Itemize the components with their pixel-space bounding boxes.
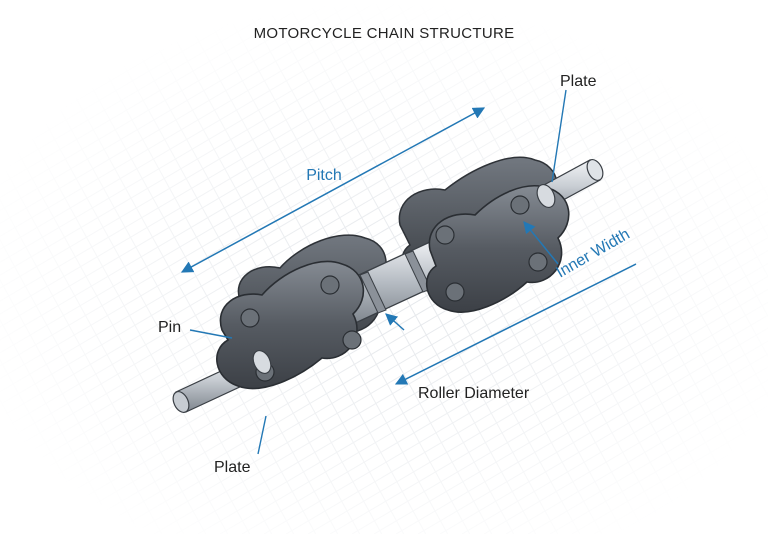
- roller-pointer: [385, 313, 405, 331]
- diagram-title: MOTORCYCLE CHAIN STRUCTURE: [254, 25, 515, 42]
- dimension-pitch: Pitch: [180, 107, 486, 273]
- dimension-roller-diameter: Roller Diameter: [394, 263, 637, 402]
- plate-top-label: Plate: [560, 73, 597, 90]
- callout-plate-top: Plate: [551, 73, 597, 183]
- pitch-label: Pitch: [306, 167, 342, 184]
- pin-end-right: [536, 184, 556, 208]
- pin-end-left: [252, 350, 272, 374]
- callout-plate-bottom: Plate: [214, 415, 267, 476]
- pin-label: Pin: [158, 319, 181, 336]
- callout-pin: Pin: [158, 319, 233, 339]
- roller-diameter-label: Roller Diameter: [418, 385, 530, 402]
- plate-bottom-label: Plate: [214, 459, 251, 476]
